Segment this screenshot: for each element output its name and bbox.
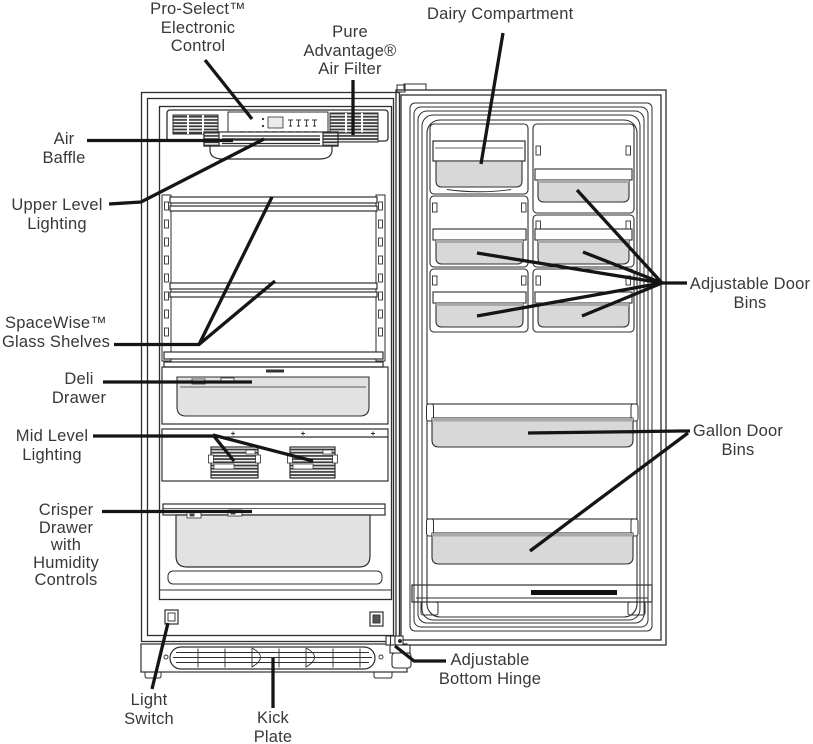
refrigerator-cabinet	[140, 91, 401, 643]
leader-gallon-bins	[527, 429, 690, 553]
label-pure-advantage-filter: Pure Advantage® Air Filter	[303, 23, 397, 78]
gallon-bin-upper	[426, 403, 639, 448]
crisper-drawer-part	[175, 514, 371, 568]
label-adjustable-door-bins: Adjustable Door Bins	[689, 275, 811, 312]
lower-cabinet-section	[164, 609, 384, 627]
bottom-hinge-part	[385, 635, 412, 669]
top-hinge-tab	[396, 84, 406, 93]
label-mid-level-lighting: Mid Level Lighting	[15, 427, 89, 464]
label-kick-plate: Kick Plate	[253, 709, 293, 744]
leader-bottom-hinge	[393, 644, 446, 663]
label-crisper-drawer: Crisper Drawer with Humidity Controls	[33, 501, 99, 589]
crisper-drawer-section	[160, 503, 391, 591]
leader-lines	[87, 32, 690, 708]
gallon-bin-lower	[426, 518, 639, 565]
control-display	[267, 116, 284, 129]
label-adjustable-bottom-hinge: Adjustable Bottom Hinge	[438, 651, 542, 688]
door-bin-right-1	[534, 168, 633, 203]
label-dairy-compartment: Dairy Compartment	[427, 5, 574, 23]
label-deli-drawer: Deli Drawer	[51, 370, 107, 407]
leader-pro-select	[203, 58, 254, 121]
mid-level-lamp-left	[208, 446, 261, 479]
label-light-switch: Light Switch	[124, 691, 174, 728]
leader-light-switch	[150, 622, 170, 690]
light-switch-part	[164, 609, 179, 625]
label-spacewise-glass-shelves: SpaceWise™ Glass Shelves	[1, 314, 111, 351]
air-baffle-assembly	[203, 131, 339, 160]
label-air-baffle: Air Baffle	[42, 130, 86, 167]
leader-spacewise	[114, 196, 277, 347]
deli-drawer-section	[161, 366, 389, 425]
leader-adjustable-bins	[476, 188, 687, 318]
glass-shelves	[163, 196, 384, 368]
refrigerator-door	[395, 83, 667, 646]
control-buttons	[288, 119, 317, 127]
label-gallon-door-bins: Gallon Door Bins	[692, 422, 784, 459]
glass-shelf-upper	[169, 196, 378, 204]
label-pro-select-control: Pro-Select™ Electronic Control	[150, 0, 246, 55]
door-bottom	[411, 584, 653, 616]
left-vent-grille	[172, 114, 219, 135]
dairy-compartment-bin	[432, 140, 526, 193]
leader-dairy	[479, 32, 505, 165]
leader-mid-level	[93, 433, 314, 463]
shelf-rails	[161, 194, 386, 362]
air-filter-part	[335, 132, 379, 143]
gallon-door-bins	[426, 403, 639, 565]
top-hinge-tab	[403, 83, 427, 91]
label-upper-level-lighting: Upper Level Lighting	[11, 196, 103, 233]
leader-upper-level	[108, 137, 265, 206]
door-bin-sections	[429, 123, 635, 333]
